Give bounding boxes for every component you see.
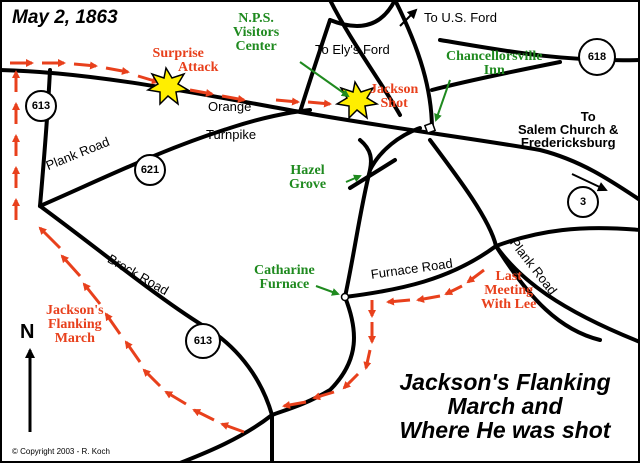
hazel-pointer-arrow — [345, 174, 362, 183]
route-arrow — [60, 254, 82, 278]
route-arrow — [192, 408, 215, 422]
plank-road-west — [38, 108, 312, 208]
route-613-north-shield: 613 — [25, 90, 57, 122]
hazel-grove-road — [348, 158, 397, 190]
route-arrow — [282, 400, 307, 409]
road-east-branch — [494, 226, 640, 248]
north-label: N — [20, 321, 35, 343]
date-label: May 2, 1863 — [12, 7, 118, 28]
route-arrow — [104, 312, 122, 335]
route-arrow — [363, 349, 372, 370]
road-catharine-south — [270, 295, 356, 417]
fredericksburg-arrow — [571, 173, 608, 192]
flanking-march-route — [10, 59, 485, 434]
furnace-road — [343, 244, 498, 299]
road-north-loop — [328, 0, 397, 28]
route-arrow — [466, 268, 485, 284]
surprise-attack-label: Surprise Attack — [152, 46, 219, 75]
inn-pointer-arrow — [434, 79, 451, 122]
chancellorsville-inn-marker — [423, 121, 437, 135]
salem-church-label: To Salem Church & Fredericksburg — [518, 109, 619, 150]
route-arrow — [221, 94, 246, 103]
jackson-shot-label: Jackson Shot — [370, 82, 419, 111]
furnace-pointer-arrow — [315, 285, 340, 296]
road-to-elys-ford — [328, 0, 402, 117]
route-arrow — [164, 390, 187, 406]
route-arrow — [307, 99, 332, 108]
nps-visitors-center-label: N.P.S. Visitors Center — [233, 11, 280, 54]
catharine-furnace-label: Catharine Furnace — [254, 263, 315, 292]
hazel-spur — [368, 126, 422, 172]
chancellorsville-inn-label: Chancellorsville Inn — [446, 49, 543, 78]
route-arrow — [82, 282, 102, 305]
route-arrow — [444, 284, 463, 296]
route-arrow — [342, 372, 360, 390]
route-arrow — [142, 368, 162, 388]
route-arrow — [73, 61, 98, 70]
route-arrow — [124, 340, 142, 363]
route-arrow — [312, 390, 335, 401]
surprise-attack-star-icon — [145, 65, 191, 106]
us-ford-arrow — [399, 8, 418, 27]
road-south-east — [494, 244, 602, 342]
route-arrow — [189, 88, 214, 97]
flanking-march-label: Jackson's Flanking March — [46, 303, 104, 346]
route-613-south-shield: 613 — [185, 323, 221, 359]
route-3-shield: 3 — [567, 186, 599, 218]
catharine-furnace-marker — [340, 292, 350, 302]
road-nw-spur — [298, 18, 332, 114]
route-618-shield: 618 — [578, 38, 616, 76]
road-ne — [430, 60, 562, 92]
route-613-north — [38, 68, 52, 208]
route-arrow — [38, 226, 62, 250]
hazel-grove-label: Hazel Grove — [289, 163, 327, 192]
map-title: Jackson's Flanking March and Where He wa… — [399, 369, 611, 444]
route-arrow — [137, 74, 160, 85]
us-ford-label: To U.S. Ford — [424, 10, 497, 25]
elys-ford-label: To Ely's Ford — [315, 42, 390, 57]
route-arrow — [220, 422, 245, 434]
turnpike-road-label: Turnpike — [206, 127, 257, 142]
catharine-to-hazel — [343, 138, 373, 299]
copyright-label: © Copyright 2003 - R. Koch — [12, 447, 110, 456]
route-arrow — [386, 297, 411, 306]
nps-pointer-arrow — [299, 61, 350, 98]
orange-road-label: Orange — [208, 99, 252, 114]
last-meeting-label: Last Meeting With Lee — [481, 269, 537, 312]
road-to-us-ford — [393, 0, 434, 132]
road-southwest — [178, 413, 274, 463]
route-arrow — [416, 294, 441, 303]
route-arrow — [275, 97, 300, 106]
route-arrow — [105, 66, 130, 75]
orange-turnpike-road — [0, 68, 640, 202]
route-621-shield: 621 — [134, 154, 166, 186]
